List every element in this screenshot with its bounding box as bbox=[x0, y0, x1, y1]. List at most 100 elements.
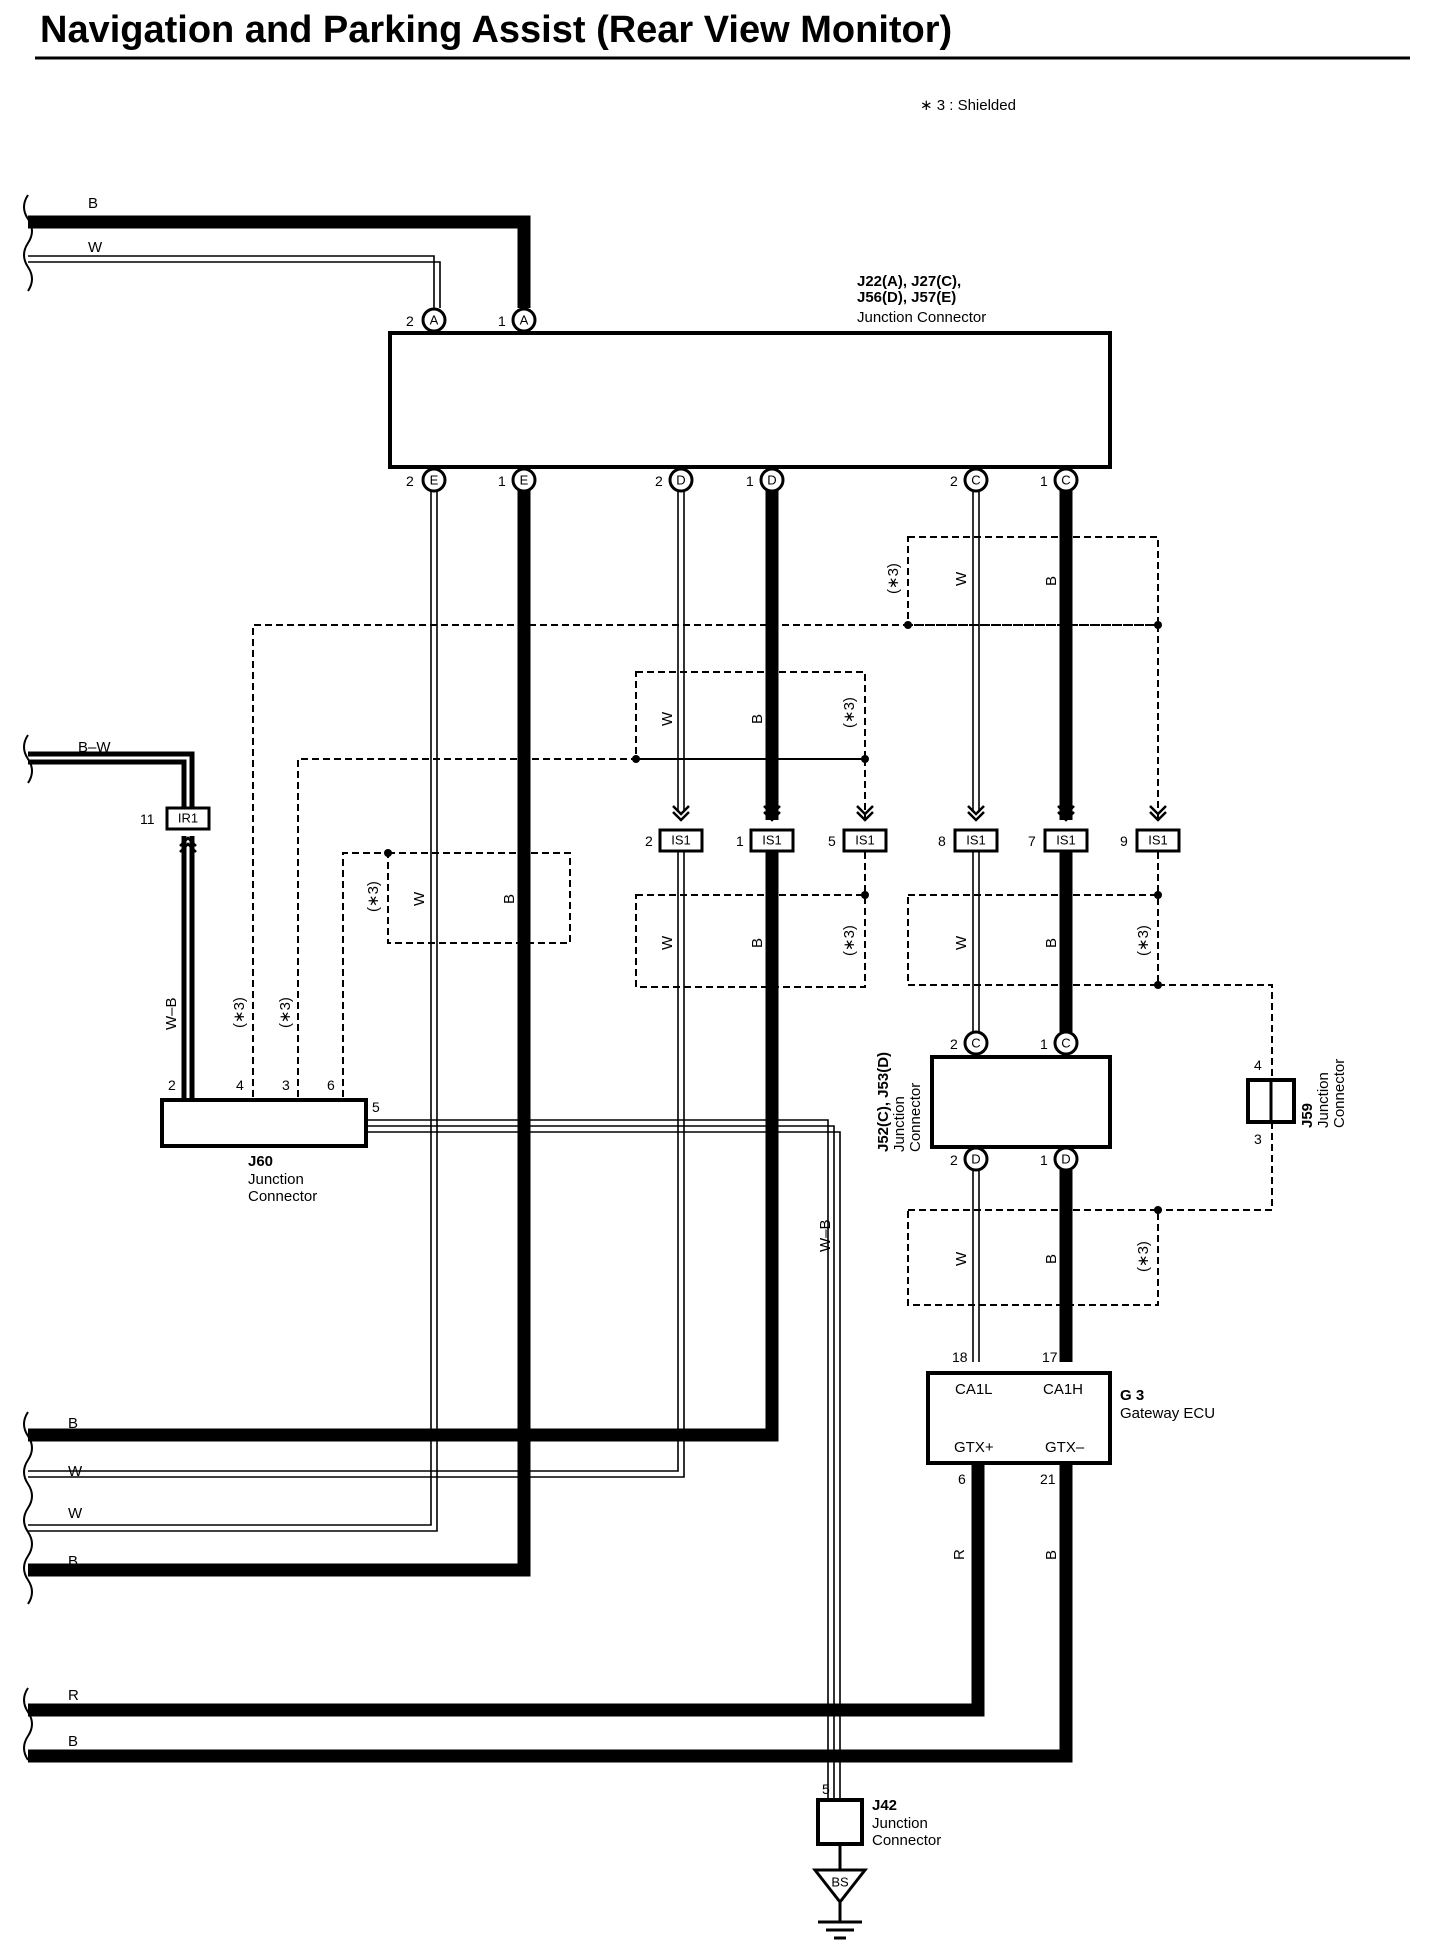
svg-text:J52(C), J53(D): J52(C), J53(D) bbox=[875, 1052, 892, 1152]
svg-text:J59: J59 bbox=[1299, 1103, 1316, 1128]
svg-text:2: 2 bbox=[950, 473, 958, 489]
svg-text:W–B: W–B bbox=[163, 997, 180, 1030]
svg-text:6: 6 bbox=[327, 1077, 335, 1093]
wire-label-b: B bbox=[68, 1733, 78, 1750]
vertical-wire-labels: W B W B W B W B W B W B R B W–B W–B bbox=[163, 571, 1060, 1560]
j60-line2: Junction bbox=[248, 1171, 304, 1188]
wire-label-b: B bbox=[68, 1553, 78, 1570]
j42-id: J42 bbox=[872, 1797, 897, 1814]
wire-label-w: W bbox=[68, 1505, 83, 1522]
svg-text:B: B bbox=[1043, 1254, 1060, 1264]
chevrons bbox=[179, 805, 1167, 853]
svg-text:IS1: IS1 bbox=[762, 833, 782, 848]
j60-box bbox=[160, 1098, 368, 1148]
wire-label-w: W bbox=[88, 239, 103, 256]
wire-label-bw: B–W bbox=[78, 739, 111, 756]
svg-text:C: C bbox=[1061, 473, 1070, 488]
svg-text:C: C bbox=[971, 473, 980, 488]
wire-wb-j42 bbox=[366, 1119, 841, 1800]
connector-circles bbox=[421, 307, 1079, 1172]
svg-text:17: 17 bbox=[1042, 1349, 1058, 1365]
svg-text:W: W bbox=[953, 571, 970, 586]
svg-text:A: A bbox=[430, 313, 439, 328]
wire-label-r: R bbox=[68, 1687, 79, 1704]
svg-text:D: D bbox=[676, 473, 685, 488]
svg-text:D: D bbox=[971, 1152, 980, 1167]
j60-id: J60 bbox=[248, 1153, 273, 1170]
svg-text:B: B bbox=[1043, 1550, 1060, 1560]
wire-bw bbox=[28, 751, 195, 808]
svg-text:B: B bbox=[1043, 576, 1060, 586]
wire-label-w: W bbox=[68, 1463, 83, 1480]
svg-text:IS1: IS1 bbox=[1056, 833, 1076, 848]
svg-text:1: 1 bbox=[746, 473, 754, 489]
ir1-tag: IR1 bbox=[165, 806, 211, 831]
ground-symbol bbox=[811, 1844, 869, 1940]
wire-b-e1 bbox=[28, 490, 531, 1577]
svg-text:2: 2 bbox=[950, 1152, 958, 1168]
shield-note: ∗ 3 : Shielded bbox=[920, 97, 1016, 114]
svg-text:IS1: IS1 bbox=[966, 833, 986, 848]
svg-text:IS1: IS1 bbox=[671, 833, 691, 848]
svg-text:18: 18 bbox=[952, 1349, 968, 1365]
svg-text:W: W bbox=[659, 711, 676, 726]
gateway-ecu-box bbox=[926, 1371, 1112, 1465]
svg-text:5: 5 bbox=[822, 1781, 830, 1797]
ecu-pin-ca1h: CA1H bbox=[1043, 1381, 1083, 1398]
svg-text:11: 11 bbox=[140, 811, 155, 827]
svg-text:R: R bbox=[951, 1549, 968, 1560]
svg-text:IS1: IS1 bbox=[855, 833, 875, 848]
svg-text:W–B: W–B bbox=[817, 1219, 834, 1252]
junction-mid-label: J52(C), J53(D) Junction Connector bbox=[875, 1052, 924, 1152]
junction-top-label-1: J22(A), J27(C), bbox=[857, 273, 961, 290]
svg-text:IR1: IR1 bbox=[178, 811, 198, 826]
wire-r bbox=[28, 1455, 985, 1717]
svg-text:D: D bbox=[767, 473, 776, 488]
j59-box bbox=[1246, 1078, 1296, 1124]
wire-label-b: B bbox=[88, 195, 98, 212]
svg-text:2: 2 bbox=[950, 1036, 958, 1052]
connector-letters: A A E E D D C C C C D D bbox=[430, 313, 1071, 1167]
svg-text:2: 2 bbox=[645, 833, 653, 849]
svg-text:2: 2 bbox=[406, 473, 414, 489]
svg-text:B: B bbox=[749, 938, 766, 948]
svg-text:B: B bbox=[1043, 938, 1060, 948]
svg-text:2: 2 bbox=[168, 1077, 176, 1093]
junction-top-label-3: Junction Connector bbox=[857, 309, 986, 326]
svg-text:IS1: IS1 bbox=[1148, 833, 1168, 848]
j42-line2: Junction bbox=[872, 1815, 928, 1832]
page-title: Navigation and Parking Assist (Rear View… bbox=[40, 9, 952, 51]
svg-text:4: 4 bbox=[1254, 1057, 1262, 1073]
pin-numbers: 2 1 2 1 2 1 2 1 2 1 5 8 7 9 11 2 1 2 1 2… bbox=[140, 313, 1262, 1797]
ecu-id: G 3 bbox=[1120, 1387, 1144, 1404]
svg-text:Connector: Connector bbox=[907, 1083, 924, 1152]
svg-text:(∗3): (∗3) bbox=[1135, 1241, 1152, 1272]
svg-text:A: A bbox=[520, 313, 529, 328]
shield-boxes bbox=[387, 536, 1159, 1306]
shield-tags: (∗3) (∗3) (∗3) (∗3) (∗3) (∗3) (∗3) (∗3) bbox=[231, 563, 1152, 1272]
j42-box bbox=[816, 1798, 864, 1846]
svg-text:6: 6 bbox=[958, 1471, 966, 1487]
svg-text:D: D bbox=[1061, 1152, 1070, 1167]
is1-tags: IS1 IS1 IS1 IS1 IS1 IS1 bbox=[658, 828, 1181, 853]
svg-text:(∗3): (∗3) bbox=[277, 997, 294, 1028]
svg-text:8: 8 bbox=[938, 833, 946, 849]
svg-text:5: 5 bbox=[828, 833, 836, 849]
wire-label-b: B bbox=[68, 1415, 78, 1432]
ecu-name: Gateway ECU bbox=[1120, 1405, 1215, 1422]
svg-text:(∗3): (∗3) bbox=[841, 925, 858, 956]
svg-text:3: 3 bbox=[1254, 1131, 1262, 1147]
svg-text:4: 4 bbox=[236, 1077, 244, 1093]
junction-connector-top bbox=[388, 331, 1112, 469]
svg-text:W: W bbox=[411, 891, 428, 906]
svg-text:1: 1 bbox=[736, 833, 744, 849]
svg-text:5: 5 bbox=[372, 1099, 380, 1115]
svg-text:7: 7 bbox=[1028, 833, 1036, 849]
svg-text:2: 2 bbox=[406, 313, 414, 329]
svg-text:21: 21 bbox=[1040, 1471, 1056, 1487]
svg-text:(∗3): (∗3) bbox=[885, 563, 902, 594]
wire-b-top bbox=[28, 215, 531, 308]
wire-w-d2 bbox=[28, 490, 685, 1478]
ecu-pin-gtxp: GTX+ bbox=[954, 1439, 994, 1456]
j59-label: J59 Junction Connector bbox=[1299, 1059, 1348, 1128]
